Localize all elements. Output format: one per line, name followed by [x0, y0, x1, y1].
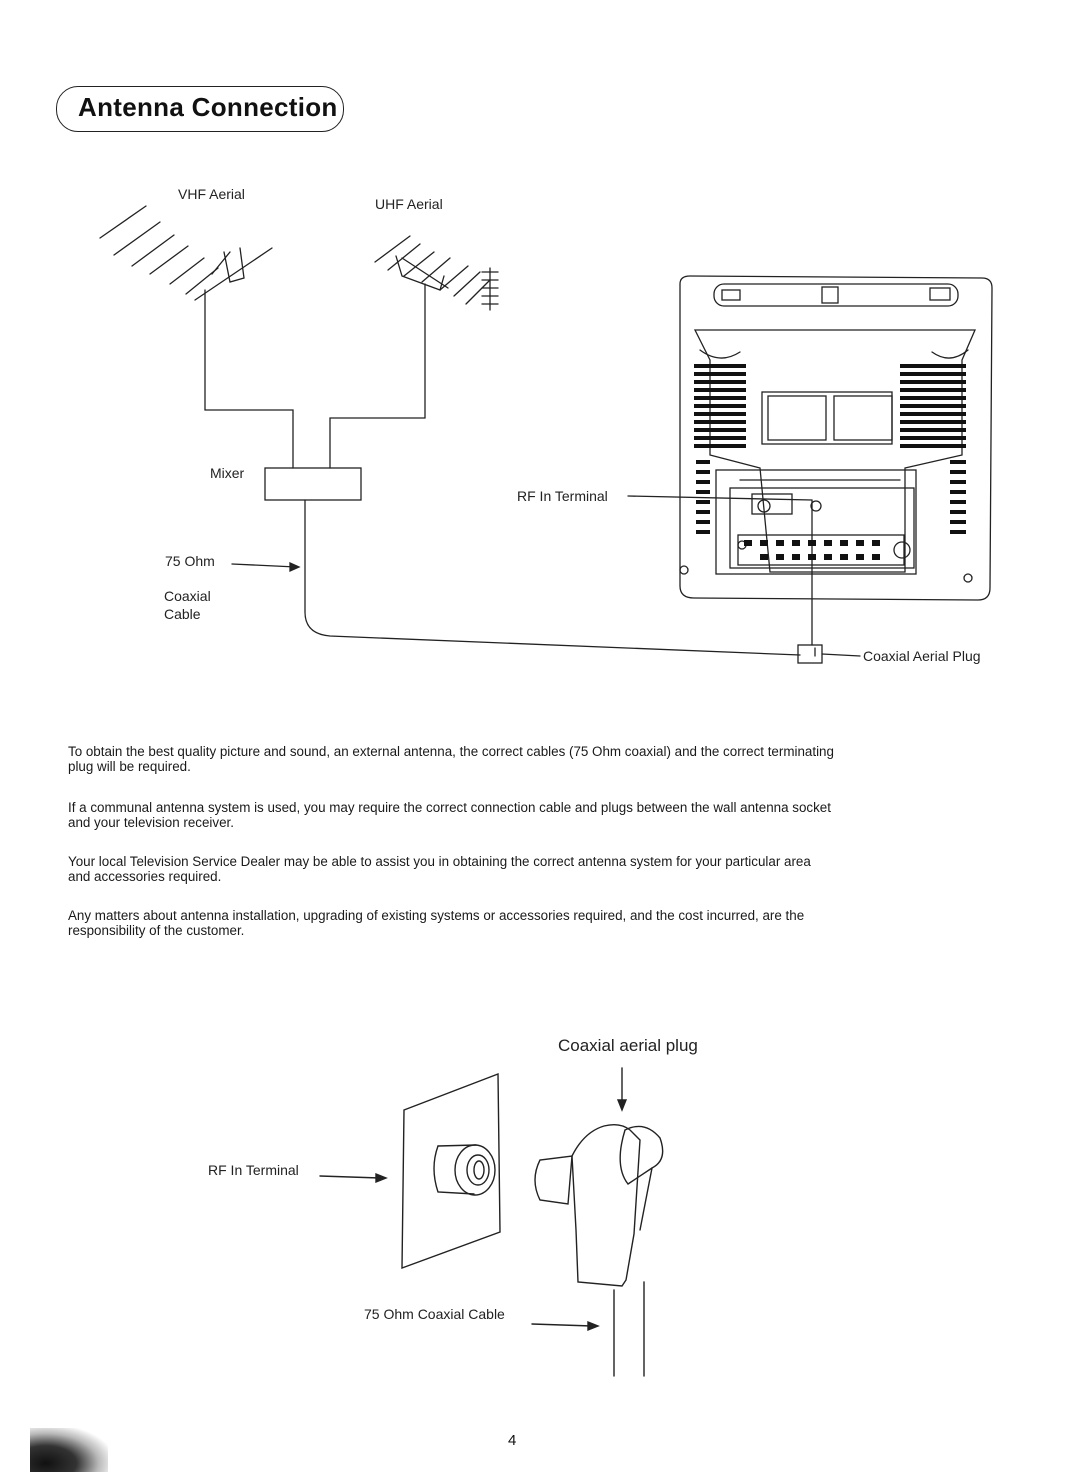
- scan-smudge: [30, 1428, 108, 1472]
- page-title: Antenna Connection: [78, 92, 338, 122]
- mixer-label: Mixer: [210, 465, 245, 481]
- coaxial-aerial-plug-label: Coaxial Aerial Plug: [863, 648, 981, 664]
- rf-in-terminal-label: RF In Terminal: [517, 488, 608, 504]
- uhf-aerial-icon: [374, 235, 499, 419]
- title-frame: [56, 86, 344, 132]
- coaxial-plug-icon: [797, 644, 823, 664]
- tv-vents: [694, 364, 966, 560]
- paragraph-3: Your local Television Service Dealer may…: [68, 854, 811, 884]
- ohm-label: 75 Ohm: [165, 553, 215, 569]
- coaxial-cable-label-line2: Cable: [164, 606, 201, 622]
- coaxial-cable-label-line1: Coaxial: [164, 588, 211, 604]
- coaxial-cable-bottom-label: 75 Ohm Coaxial Cable: [364, 1306, 505, 1322]
- wall-socket-icon: [401, 1072, 501, 1270]
- paragraph-2: If a communal antenna system is used, yo…: [68, 800, 831, 830]
- paragraph-4: Any matters about antenna installation, …: [68, 908, 805, 938]
- rf-in-terminal-bottom-label: RF In Terminal: [208, 1162, 299, 1178]
- coaxial-aerial-plug-bottom-label: Coaxial aerial plug: [558, 1036, 698, 1055]
- uhf-aerial-label: UHF Aerial: [375, 196, 443, 212]
- vhf-aerial-icon: [99, 205, 273, 411]
- vhf-aerial-label: VHF Aerial: [178, 186, 245, 202]
- tv-rear-icon: [679, 275, 993, 601]
- coaxial-plug-large-icon: [534, 1123, 664, 1377]
- page-number: 4: [508, 1432, 517, 1449]
- mixer-box: [264, 467, 362, 501]
- paragraph-1: To obtain the best quality picture and s…: [68, 744, 834, 774]
